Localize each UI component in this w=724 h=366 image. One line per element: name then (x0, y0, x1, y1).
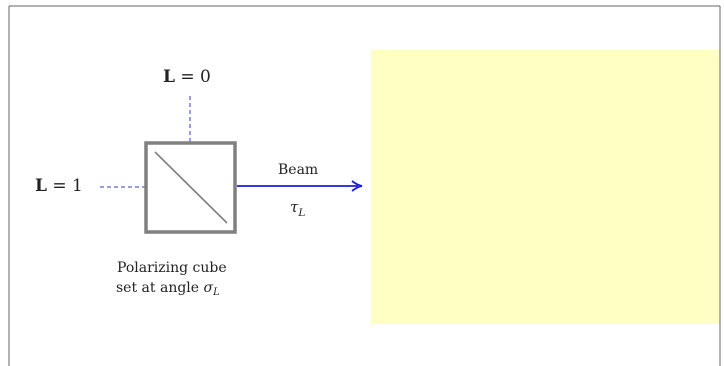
label-tau-symbol: τ (290, 198, 299, 216)
label-l-zero-bold: L (163, 67, 175, 87)
label-tau: τL (290, 198, 305, 218)
cube-diagonal (154, 151, 228, 224)
label-l-one-bold: L (35, 176, 47, 196)
caption-line-1: Polarizing cube (117, 260, 227, 276)
label-l-zero-rest: = 0 (174, 67, 211, 87)
label-l-one-rest: = 1 (46, 176, 83, 196)
beam-arrowhead (351, 180, 363, 192)
caption-sigma-sub: L (213, 287, 220, 299)
label-tau-sub: L (298, 206, 306, 219)
caption-line-2-prefix: set at angle (116, 280, 204, 296)
label-l-one: L = 1 (35, 178, 83, 195)
label-beam: Beam (278, 162, 319, 178)
caption-line-2: set at angle σL (116, 280, 220, 299)
yellow-panel (371, 50, 719, 324)
caption-sigma-symbol: σ (203, 280, 214, 296)
label-l-zero: L = 0 (163, 69, 211, 86)
